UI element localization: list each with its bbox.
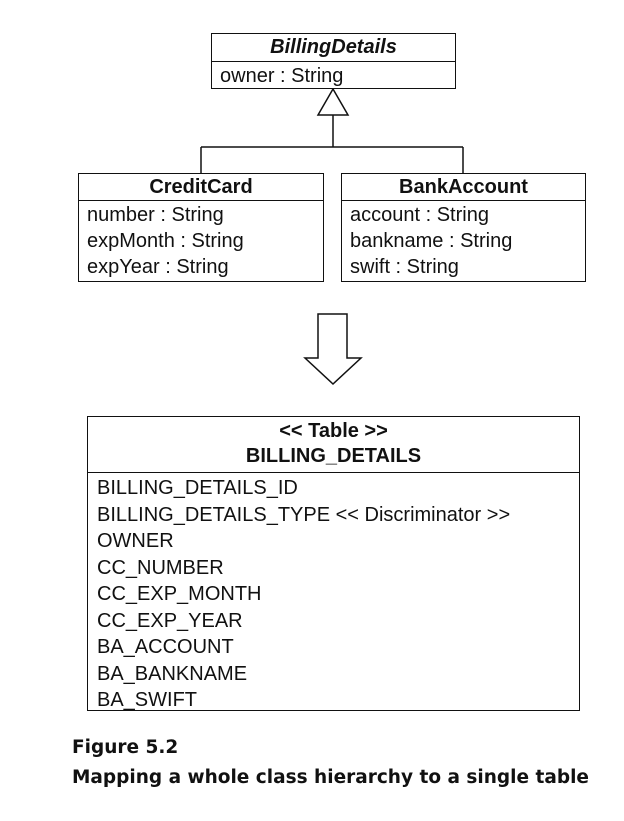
class-attribute: swift : String — [350, 256, 459, 278]
credit-card-class-name: CreditCard — [79, 174, 323, 201]
table-column: BILLING_DETAILS_ID — [97, 477, 298, 499]
table-column: CC_NUMBER — [97, 556, 224, 579]
table-column: BA_SWIFT — [97, 689, 198, 711]
billing-details-table-box: << Table >> BILLING_DETAILS BILLING_DETA… — [87, 416, 580, 711]
class-attribute: owner : String — [220, 65, 344, 87]
billing-details-class-name: BillingDetails — [212, 34, 455, 62]
table-column: CC_EXP_YEAR — [97, 609, 243, 632]
inheritance-connector — [200, 87, 464, 173]
credit-card-class-box: CreditCard number : String expMonth : St… — [78, 173, 324, 282]
table-column: CC_EXP_MONTH — [97, 583, 262, 605]
billing-details-class-box: BillingDetails owner : String — [211, 33, 456, 89]
class-attribute: bankname : String — [350, 230, 513, 252]
bank-account-attributes: account : String bankname : String swift… — [342, 201, 585, 280]
table-column: BILLING_DETAILS_TYPE << Discriminator >> — [97, 503, 511, 526]
billing-details-attributes: owner : String — [212, 62, 455, 89]
figure-label: Figure 5.2 — [72, 737, 179, 758]
bank-account-class-name: BankAccount — [342, 174, 585, 201]
generalization-arrow — [316, 87, 350, 116]
table-column: BA_BANKNAME — [97, 662, 248, 685]
table-column: OWNER — [97, 530, 174, 552]
table-name: BILLING_DETAILS — [245, 445, 422, 467]
table-column: BA_ACCOUNT — [97, 636, 234, 658]
table-header: << Table >> BILLING_DETAILS — [88, 417, 579, 473]
class-attribute: number : String — [87, 204, 224, 226]
class-attribute: expYear : String — [87, 256, 229, 278]
figure-caption: Mapping a whole class hierarchy to a sin… — [72, 767, 589, 788]
table-columns: BILLING_DETAILS_ID BILLING_DETAILS_TYPE … — [88, 473, 579, 714]
bank-account-class-box: BankAccount account : String bankname : … — [341, 173, 586, 282]
mapping-down-arrow — [303, 313, 363, 386]
credit-card-attributes: number : String expMonth : String expYea… — [79, 201, 323, 280]
class-attribute: account : String — [350, 204, 489, 226]
class-attribute: expMonth : String — [87, 230, 244, 252]
table-stereotype: << Table >> — [279, 420, 388, 442]
